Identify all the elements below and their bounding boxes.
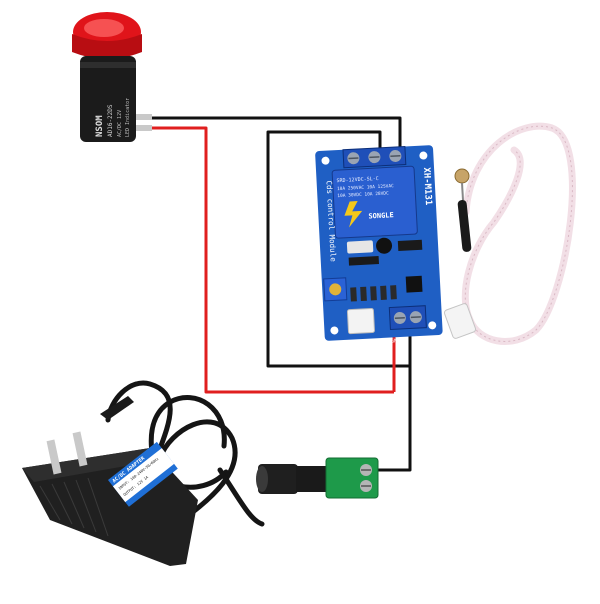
dc-jack-collar: [296, 466, 326, 492]
sensor-connector: [346, 307, 375, 335]
relay-side-print: Cds control Module: [325, 180, 338, 262]
mount-hole: [428, 321, 437, 330]
relay-output-terminal: [342, 145, 407, 169]
photoresistor-icon: [454, 168, 470, 184]
relay-spec-3: 10A 30VDC 10A 28VDC: [337, 190, 389, 199]
mount-hole: [419, 151, 428, 160]
dc-barrel-jack: [256, 457, 379, 499]
relay-model: XH-M131: [421, 167, 433, 205]
indicator-lamp: NSOM AD16-22DS AC/DC 12V LED Indicator: [72, 12, 152, 142]
comparator-ic: [405, 275, 423, 293]
lamp-terminal-2: [136, 125, 152, 131]
relay-side-label: Cds control Module: [325, 180, 338, 262]
adapter-label: AC/DC ADAPTER INPUT: 100-240V~50/60Hz OU…: [108, 441, 178, 507]
relay-spec-1: SRD-12VDC-SL-C: [336, 176, 378, 184]
lamp-print: NSOM AD16-22DS AC/DC 12V LED Indicator: [95, 98, 131, 137]
relay-spec-2: 10A 250VAC 10A 125VAC: [337, 183, 394, 192]
pin-label-vcc: VCC: [413, 337, 422, 343]
adapter-prong: [46, 439, 62, 475]
relay-model-print: XH-M131: [421, 167, 433, 205]
photoresistor-lead: [461, 182, 464, 201]
dc-jack-terminal: [325, 457, 379, 499]
lamp-model: AD16-22DS: [107, 104, 114, 137]
transistor: [376, 237, 393, 254]
mount-hole: [330, 326, 339, 335]
lamp-bezel: [72, 34, 142, 59]
resistor-row: [350, 285, 397, 302]
photoresistor-probe: [443, 122, 576, 345]
lamp-brand: NSOM: [95, 115, 105, 137]
lamp-line-1: AC/DC 12V: [117, 110, 123, 137]
relay-brand: SONGLE: [368, 211, 394, 220]
adapter-prong: [72, 431, 88, 467]
mount-hole: [321, 156, 330, 165]
wire-lamp-black: [152, 116, 402, 152]
probe-sleeve: [457, 200, 472, 252]
component-white: [346, 240, 374, 254]
probe-cable: [461, 122, 576, 345]
wire-black-to-jack: [378, 330, 412, 472]
relay-module: SONGLE SRD-12VDC-SL-C 10A 250VAC 10A 125…: [315, 145, 443, 347]
pin-label-do: DO: [351, 340, 357, 346]
lamp-lens-highlight: [84, 19, 124, 37]
power-adapter: AC/DC ADAPTER INPUT: 100-240V~50/60Hz OU…: [22, 380, 265, 566]
probe-cable-pattern: [464, 125, 573, 342]
lamp-line-2: LED Indicator: [125, 98, 131, 137]
pin-label-gnd: GND: [391, 338, 400, 344]
wire-lamp-red: [152, 126, 394, 394]
lamp-terminal-1: [136, 114, 152, 120]
dc-jack-body: [258, 464, 298, 494]
component-chip: [397, 239, 423, 251]
potentiometer-knob-icon: [329, 283, 342, 296]
wires: [152, 116, 412, 472]
adapter-barrel-plug: [100, 396, 134, 420]
lamp-body: [80, 56, 136, 142]
adapter-ridges: [39, 477, 109, 537]
wire-relay-loop-black: [266, 130, 410, 368]
dc-jack-opening: [256, 466, 268, 492]
relay: SONGLE SRD-12VDC-SL-C 10A 250VAC 10A 125…: [331, 165, 418, 239]
component-header: [348, 256, 379, 266]
probe-plug: [443, 303, 477, 339]
relay-logo-icon: [344, 201, 363, 228]
lamp-body-ridge: [80, 62, 136, 68]
relay-power-terminal: [388, 305, 427, 331]
